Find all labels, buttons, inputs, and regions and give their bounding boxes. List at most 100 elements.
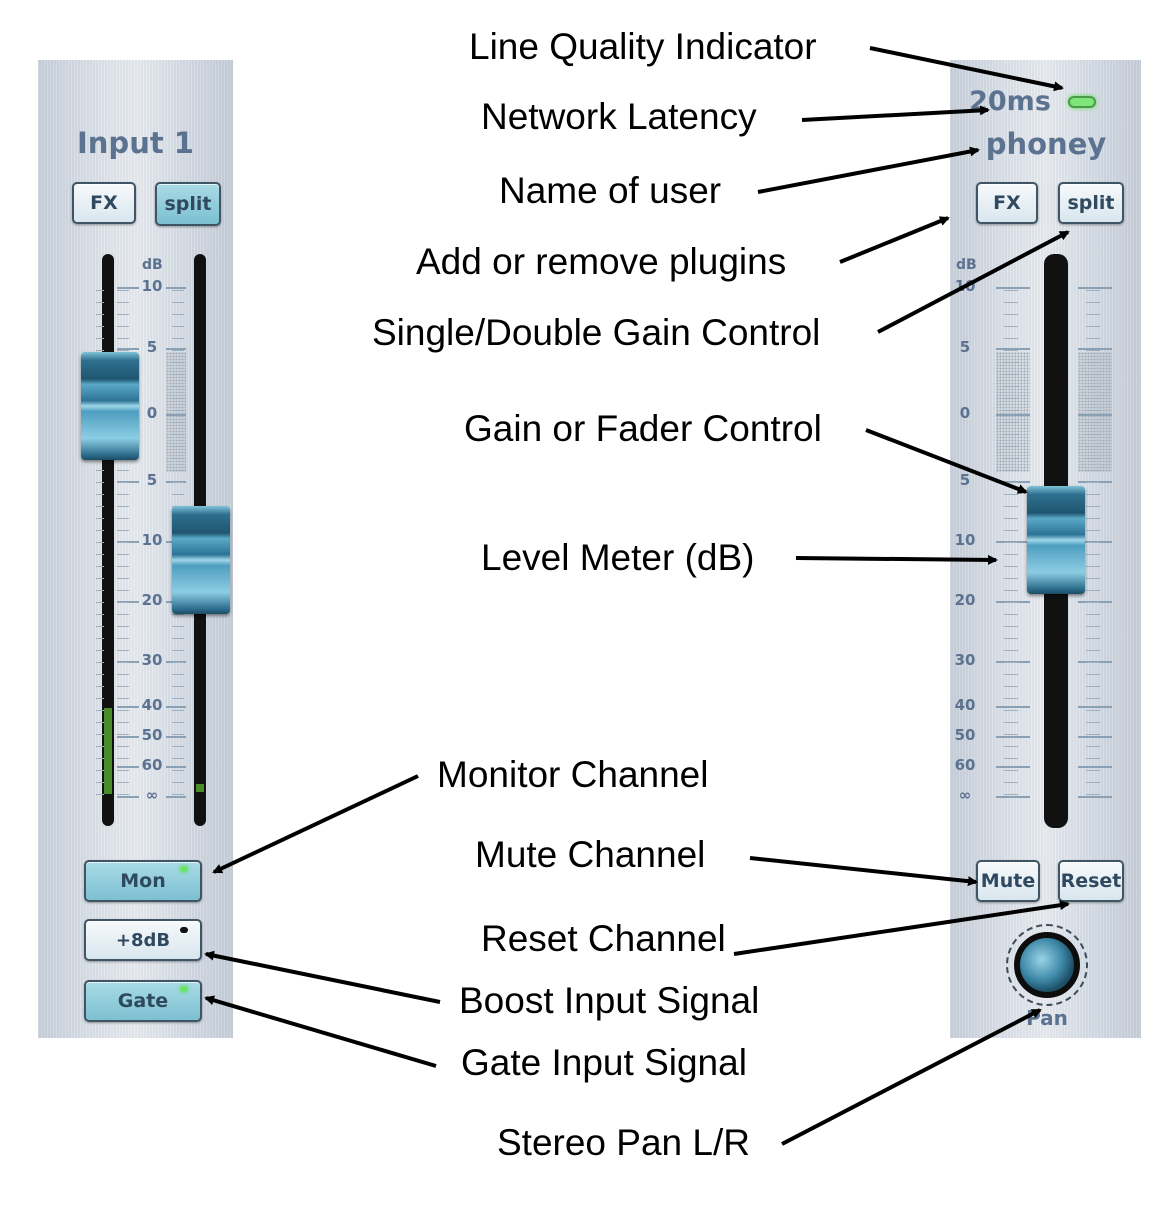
scale-tick-minor xyxy=(117,638,129,639)
pan-knob[interactable] xyxy=(1014,932,1080,998)
scale-tick-minor xyxy=(1086,626,1100,627)
fx-button[interactable]: FX xyxy=(72,182,136,224)
fader-thumb[interactable] xyxy=(81,352,139,460)
scale-tick-minor xyxy=(117,662,129,663)
scale-tick-minor xyxy=(172,722,184,723)
scale-tick-minor xyxy=(96,494,104,495)
annotation-reset-channel: Reset Channel xyxy=(481,918,726,959)
scale-tick-major xyxy=(1078,736,1112,738)
split-button[interactable]: split xyxy=(155,182,221,226)
scale-tick-major xyxy=(1078,414,1112,416)
scale-tick-minor xyxy=(172,314,184,315)
scale-tick-minor xyxy=(96,626,104,627)
scale-tick-minor xyxy=(172,434,184,435)
scale-label: 20 xyxy=(954,591,976,609)
scale-tick-minor xyxy=(117,314,129,315)
scale-tick-major xyxy=(1078,796,1112,798)
arrow-name-of-user xyxy=(757,146,980,194)
scale-tick-minor xyxy=(117,626,129,627)
scale-tick-major xyxy=(117,348,139,350)
scale-tick-minor xyxy=(96,530,104,531)
scale-tick-minor xyxy=(172,482,184,483)
scale-tick-minor xyxy=(117,482,129,483)
scale-label: 10 xyxy=(141,531,163,549)
scale-tick-minor xyxy=(117,350,129,351)
scale-tick-minor xyxy=(96,698,104,699)
scale-tick-minor xyxy=(172,374,184,375)
scale-tick-minor xyxy=(1004,446,1018,447)
scale-tick-minor xyxy=(96,782,104,783)
scale-tick-minor xyxy=(117,554,129,555)
boost-button[interactable]: +8dB xyxy=(84,919,202,961)
scale-tick-minor xyxy=(96,602,104,603)
scale-tick-minor xyxy=(1086,554,1100,555)
split-fader-thumb[interactable] xyxy=(172,506,230,614)
scale-tick-minor xyxy=(96,722,104,723)
scale-tick-major xyxy=(166,736,186,738)
scale-tick-minor xyxy=(1086,734,1100,735)
scale-tick-minor xyxy=(1086,542,1100,543)
scale-tick-minor xyxy=(1004,290,1018,291)
scale-tick-minor xyxy=(96,578,104,579)
scale-tick-minor xyxy=(172,350,184,351)
scale-tick-minor xyxy=(1086,662,1100,663)
scale-tick-major xyxy=(1078,287,1112,289)
scale-tick-minor xyxy=(1004,662,1018,663)
scale-tick-minor xyxy=(117,530,129,531)
scale-tick-minor xyxy=(117,494,129,495)
fader-thumb-right[interactable] xyxy=(1027,486,1085,594)
gate-led xyxy=(180,986,188,992)
scale-tick-minor xyxy=(96,662,104,663)
scale-label: 0 xyxy=(146,404,158,422)
scale-tick-major xyxy=(166,414,186,416)
annotation-stereo-pan: Stereo Pan L/R xyxy=(497,1122,750,1163)
scale-label: ∞ xyxy=(958,786,972,804)
scale-tick-minor xyxy=(1004,638,1018,639)
scale-tick-minor xyxy=(117,722,129,723)
channel-title: Input 1 xyxy=(77,126,194,160)
scale-tick-major xyxy=(996,287,1030,289)
scale-tick-minor xyxy=(96,482,104,483)
fx-button-right[interactable]: FX xyxy=(976,182,1038,224)
scale-tick-minor xyxy=(172,494,184,495)
scale-tick-minor xyxy=(1004,686,1018,687)
scale-tick-major xyxy=(166,348,186,350)
scale-label: 60 xyxy=(954,756,976,774)
scale-tick-minor xyxy=(96,338,104,339)
scale-tick-minor xyxy=(1086,458,1100,459)
scale-tick-minor xyxy=(1086,782,1100,783)
scale-tick-minor xyxy=(1086,422,1100,423)
scale-tick-major xyxy=(117,766,139,768)
scale-tick-minor xyxy=(96,518,104,519)
scale-tick-minor xyxy=(1086,686,1100,687)
scale-tick-minor xyxy=(117,542,129,543)
scale-tick-minor xyxy=(1004,410,1018,411)
scale-tick-minor xyxy=(172,758,184,759)
scale-label: 40 xyxy=(141,696,163,714)
scale-tick-minor xyxy=(1004,770,1018,771)
scale-tick-minor xyxy=(1086,302,1100,303)
scale-tick-minor xyxy=(117,782,129,783)
scale-tick-minor xyxy=(172,614,184,615)
annotation-level-meter: Level Meter (dB) xyxy=(481,537,755,578)
split-button-right[interactable]: split xyxy=(1058,182,1124,224)
scale-tick-minor xyxy=(1004,650,1018,651)
scale-tick-minor xyxy=(1004,386,1018,387)
scale-tick-minor xyxy=(1004,518,1018,519)
scale-tick-minor xyxy=(117,326,129,327)
scale-tick-minor xyxy=(1004,590,1018,591)
arrow-level-meter xyxy=(795,554,998,565)
scale-tick-major xyxy=(117,706,139,708)
scale-tick-minor xyxy=(1004,458,1018,459)
scale-tick-minor xyxy=(1086,746,1100,747)
scale-tick-minor xyxy=(1086,602,1100,603)
scale-label: 40 xyxy=(954,696,976,714)
scale-tick-minor xyxy=(117,698,129,699)
scale-tick-minor xyxy=(1086,386,1100,387)
scale-tick-minor xyxy=(1086,410,1100,411)
scale-tick-minor xyxy=(172,446,184,447)
db-label-right: dB xyxy=(956,257,977,273)
reset-button[interactable]: Reset xyxy=(1058,860,1124,902)
arrow-add-remove-plugins xyxy=(839,216,950,264)
scale-tick-minor xyxy=(96,290,104,291)
